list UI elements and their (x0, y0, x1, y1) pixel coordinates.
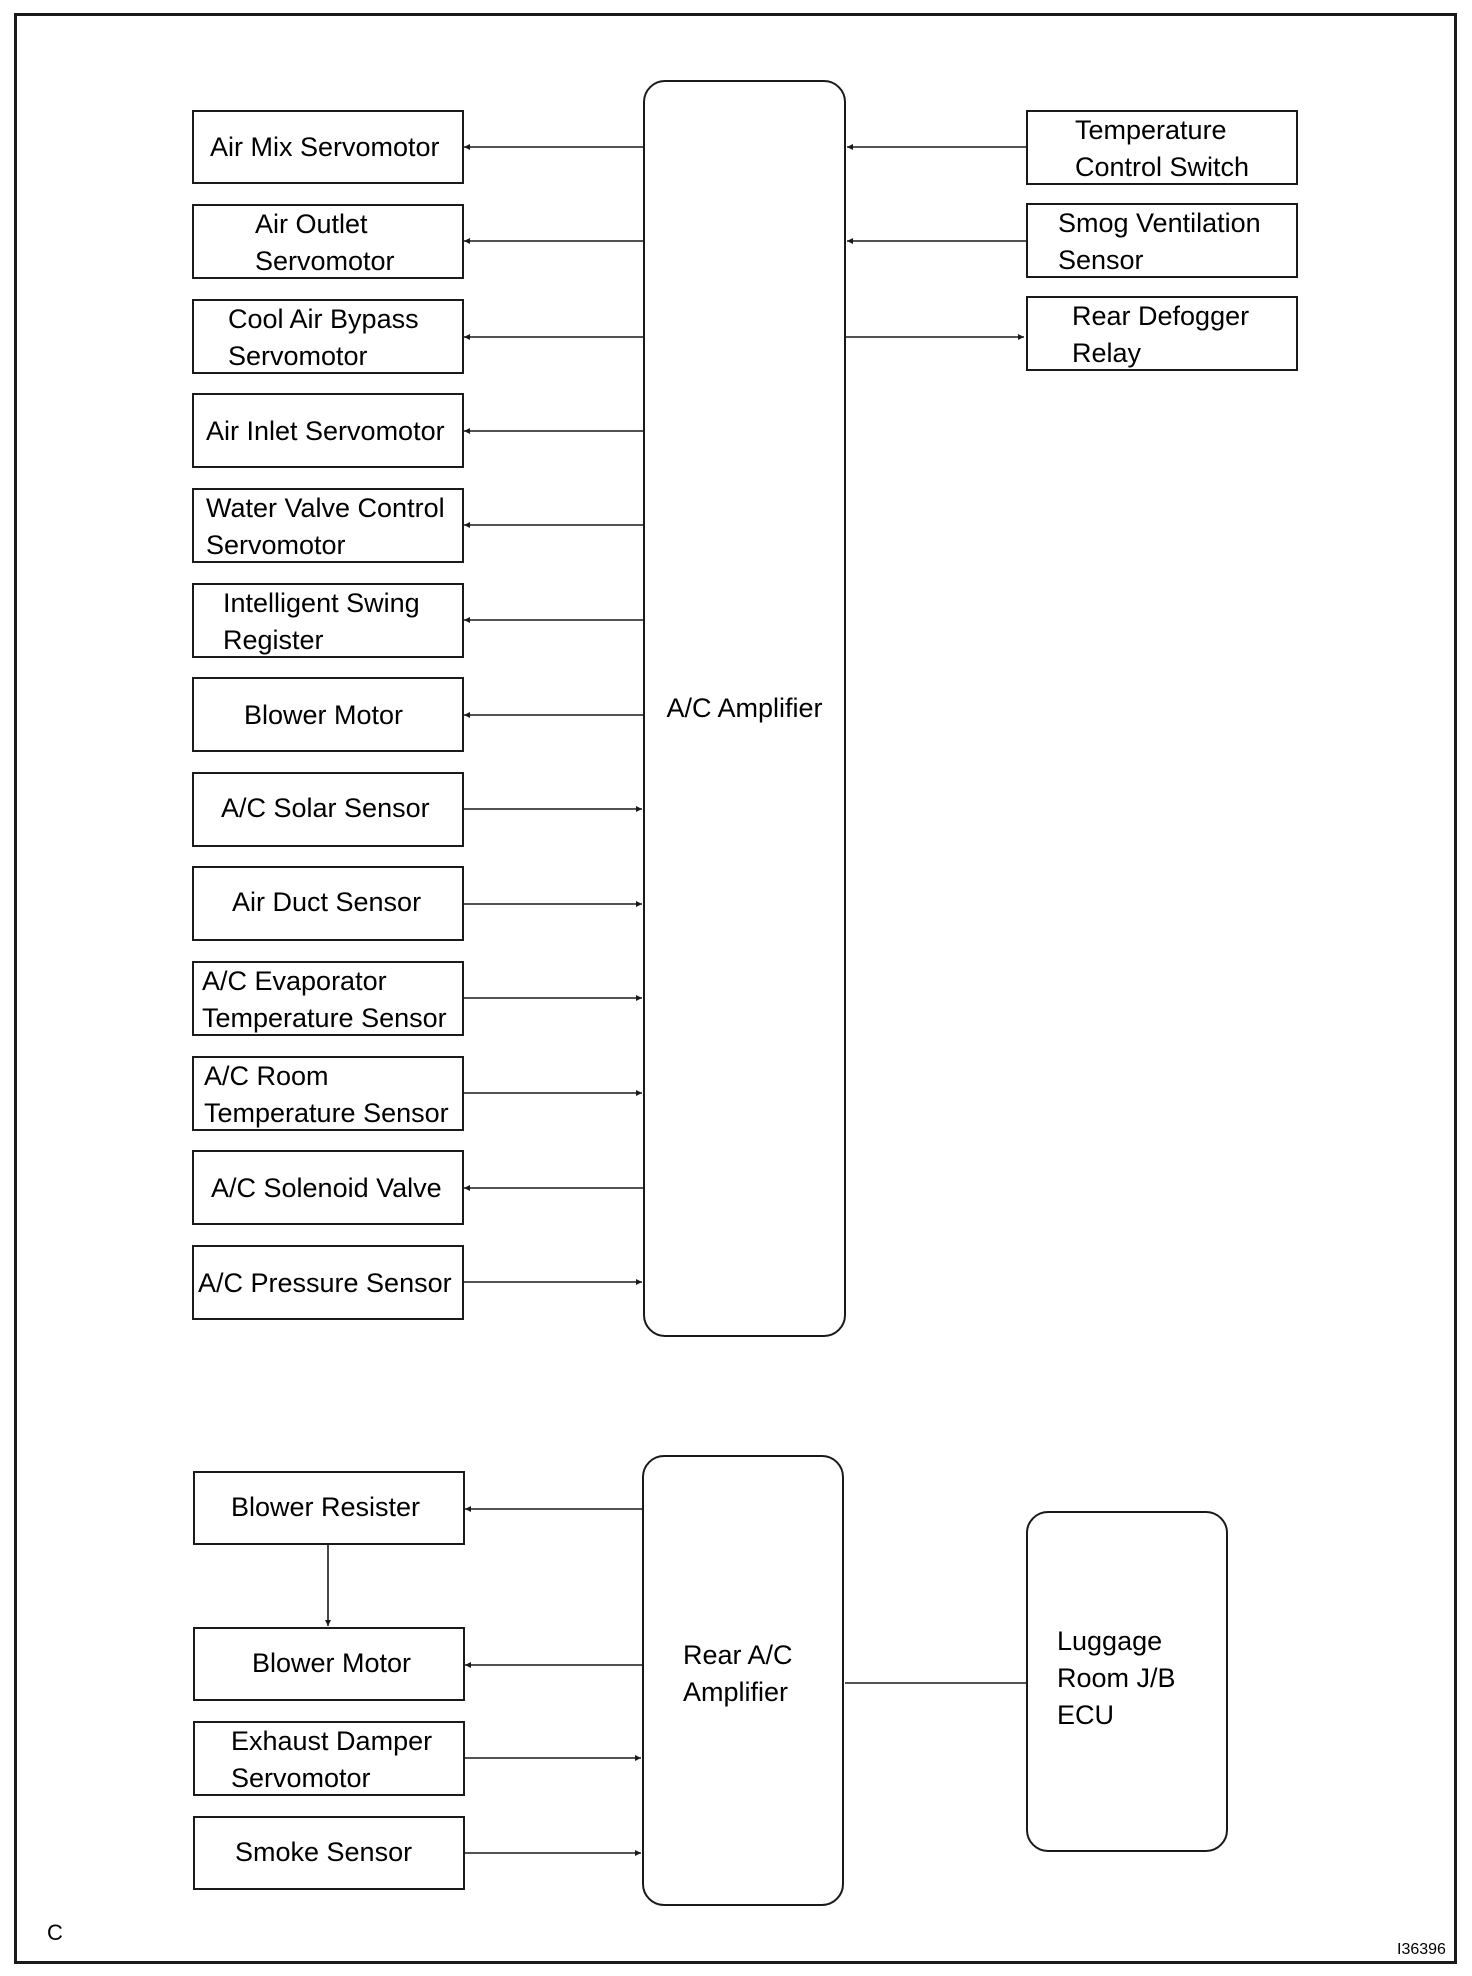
rear-ac-amplifier-box: Rear A/C Amplifier (642, 1455, 844, 1906)
rear-blower-motor-label: Blower Motor (252, 1648, 412, 1678)
corner-label: C (47, 1920, 63, 1945)
luggage-ecu-line1: Luggage (1057, 1626, 1163, 1656)
air-outlet-line1: Air Outlet (255, 209, 368, 239)
temperature-switch-line2: Control Switch (1075, 152, 1250, 182)
rear-defogger-line2: Relay (1072, 338, 1142, 368)
diagram-frame (14, 13, 1457, 1964)
cool-air-bypass-line1: Cool Air Bypass (228, 304, 419, 334)
smog-ventilation-sensor-box: Smog Ventilation Sensor (1026, 203, 1298, 278)
cool-air-bypass-line2: Servomotor (228, 341, 368, 371)
evaporator-line1: A/C Evaporator (202, 966, 387, 996)
swing-register-line1: Intelligent Swing (223, 588, 420, 618)
smog-sensor-line1: Smog Ventilation (1058, 208, 1261, 238)
exhaust-damper-line2: Servomotor (231, 1763, 371, 1793)
rear-blower-motor-box: Blower Motor (193, 1627, 465, 1701)
ac-room-temperature-sensor-box: A/C Room Temperature Sensor (192, 1056, 464, 1131)
luggage-ecu-line2: Room J/B (1057, 1663, 1176, 1693)
smoke-sensor-label: Smoke Sensor (235, 1837, 413, 1867)
blower-motor-box: Blower Motor (192, 677, 464, 752)
smog-sensor-line2: Sensor (1058, 245, 1144, 275)
rear-amplifier-line2: Amplifier (683, 1677, 789, 1707)
swing-register-line2: Register (223, 625, 324, 655)
air-outlet-servomotor-box: Air Outlet Servomotor (192, 204, 464, 279)
water-valve-control-servomotor-box: Water Valve Control Servomotor (192, 488, 464, 563)
blower-resister-box: Blower Resister (193, 1471, 465, 1545)
ac-solar-sensor-box: A/C Solar Sensor (192, 772, 464, 847)
figure-code: I36396 (1397, 1941, 1446, 1958)
ac-pressure-sensor-box: A/C Pressure Sensor (192, 1245, 464, 1320)
intelligent-swing-register-box: Intelligent Swing Register (192, 583, 464, 658)
air-mix-servomotor-label: Air Mix Servomotor (210, 132, 440, 162)
luggage-room-jb-ecu-box: Luggage Room J/B ECU (1026, 1511, 1228, 1852)
ac-solenoid-valve-label: A/C Solenoid Valve (211, 1173, 442, 1203)
ac-solenoid-valve-box: A/C Solenoid Valve (192, 1150, 464, 1225)
air-duct-sensor-box: Air Duct Sensor (192, 866, 464, 941)
air-mix-servomotor-box: Air Mix Servomotor (192, 110, 464, 184)
ac-amplifier-label: A/C Amplifier (666, 693, 823, 723)
smoke-sensor-box: Smoke Sensor (193, 1816, 465, 1890)
blower-motor-label: Blower Motor (244, 700, 404, 730)
cool-air-bypass-servomotor-box: Cool Air Bypass Servomotor (192, 299, 464, 374)
room-sensor-line2: Temperature Sensor (204, 1098, 449, 1128)
water-valve-line2: Servomotor (206, 530, 346, 560)
luggage-ecu-line3: ECU (1057, 1700, 1115, 1730)
temperature-switch-line1: Temperature (1075, 115, 1227, 145)
air-inlet-servomotor-label: Air Inlet Servomotor (206, 416, 445, 446)
air-inlet-servomotor-box: Air Inlet Servomotor (192, 393, 464, 468)
evaporator-line2: Temperature Sensor (202, 1003, 447, 1033)
blower-resister-label: Blower Resister (231, 1492, 421, 1522)
ac-evaporator-temperature-sensor-box: A/C Evaporator Temperature Sensor (192, 961, 464, 1036)
air-outlet-line2: Servomotor (255, 246, 395, 276)
rear-amplifier-line1: Rear A/C (683, 1640, 793, 1670)
exhaust-damper-servomotor-box: Exhaust Damper Servomotor (193, 1721, 465, 1796)
exhaust-damper-line1: Exhaust Damper (231, 1726, 433, 1756)
ac-pressure-sensor-label: A/C Pressure Sensor (198, 1268, 452, 1298)
temperature-control-switch-box: Temperature Control Switch (1026, 110, 1298, 185)
water-valve-line1: Water Valve Control (206, 493, 445, 523)
room-sensor-line1: A/C Room (204, 1061, 329, 1091)
air-duct-sensor-label: Air Duct Sensor (232, 887, 422, 917)
rear-defogger-relay-box: Rear Defogger Relay (1026, 296, 1298, 371)
ac-solar-sensor-label: A/C Solar Sensor (221, 793, 430, 823)
ac-amplifier-box: A/C Amplifier (643, 80, 846, 1337)
rear-defogger-line1: Rear Defogger (1072, 301, 1250, 331)
